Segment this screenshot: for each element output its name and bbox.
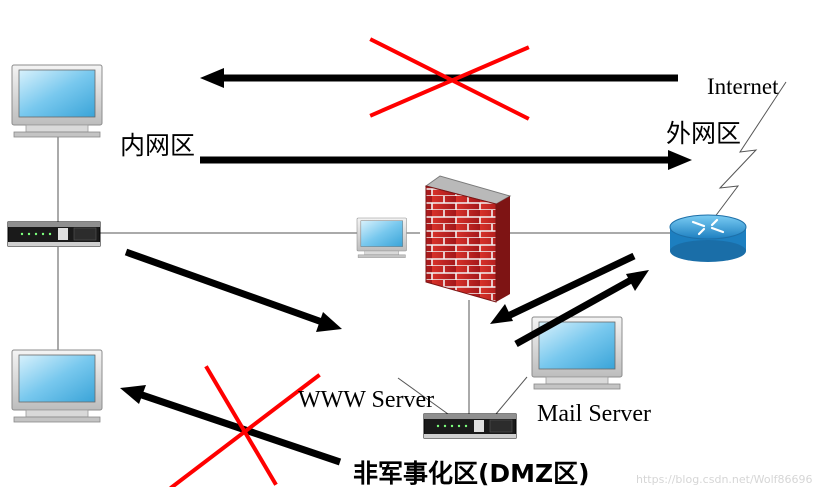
arrow-internal-to-external <box>200 150 692 170</box>
watermark: https://blog.csdn.net/Wolf86696 <box>636 473 813 486</box>
arrow-external-to-dmz <box>490 252 636 324</box>
dmz-switch-icon <box>423 413 517 439</box>
arrow-dmz-to-internal-blocked <box>120 385 342 466</box>
dmz-zone-label: 非军事化区(DMZ区) <box>353 459 590 487</box>
internal-pc-bottom-monitor-icon <box>11 349 103 423</box>
connection-lines <box>57 81 787 415</box>
link-www-server <box>397 377 449 415</box>
www-server-label: WWW Server <box>298 387 435 413</box>
mail-server-label: Mail Server <box>537 401 651 427</box>
router-icon <box>669 214 747 262</box>
link-internet <box>713 81 787 219</box>
lan-switch-icon <box>7 221 101 247</box>
arrow-internal-to-dmz <box>124 248 342 332</box>
internal-zone-label: 内网区 <box>120 131 196 160</box>
dmz-pc-monitor-icon <box>356 217 407 258</box>
link-mail-server <box>495 376 528 415</box>
internet-label: Internet <box>707 74 779 99</box>
forbidden-cross-bottom <box>169 365 321 487</box>
internal-pc-top-monitor-icon <box>11 64 103 138</box>
forbidden-cross-top <box>369 37 530 121</box>
arrow-dmz-to-external <box>514 270 649 348</box>
external-zone-label: 外网区 <box>666 119 742 148</box>
firewall-icon <box>424 175 512 303</box>
